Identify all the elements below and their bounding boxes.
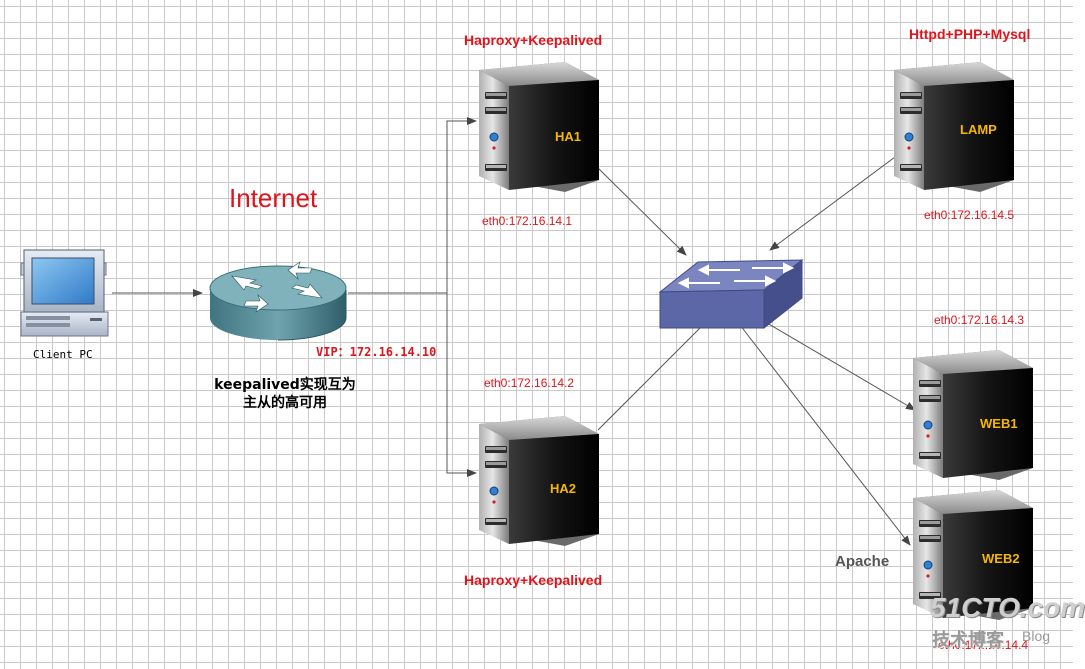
connector-lines <box>112 117 916 546</box>
apache-label: Apache <box>835 553 890 570</box>
link-bus-ha1 <box>446 117 477 293</box>
client-pc-label: Client PC <box>33 348 93 361</box>
switch-icon <box>658 258 804 330</box>
link-ha1-switch <box>597 167 687 256</box>
keepalived-note: keepalived实现互为 主从的高可用 <box>200 376 370 412</box>
ha1-name: HA1 <box>555 129 582 144</box>
keepalived-note-line1: keepalived实现互为 <box>214 377 356 393</box>
lamp-name: LAMP <box>960 122 997 137</box>
link-bus-ha2 <box>446 293 477 477</box>
watermark-brand: 51CTO.com <box>930 592 1085 623</box>
lamp-role-label: Httpd+PHP+Mysql <box>909 26 1031 42</box>
watermark-sub: 技术博客 <box>932 630 1004 651</box>
link-switch-web2 <box>739 324 911 546</box>
lamp-ip-label: eth0:172.16.14.5 <box>924 208 1015 222</box>
server-ha1-icon <box>478 61 600 192</box>
ha1-ip-label: eth0:172.16.14.1 <box>482 214 573 228</box>
server-web1-icon <box>912 349 1034 480</box>
vip-label: VIP：172.16.14.10 <box>316 345 437 359</box>
client-pc-icon <box>20 249 109 337</box>
web2-name: WEB2 <box>982 551 1020 566</box>
router-icon <box>209 261 347 341</box>
web1-name: WEB1 <box>980 416 1018 431</box>
ha1-role-label: Haproxy+Keepalived <box>464 32 603 48</box>
ha2-name: HA2 <box>550 481 577 496</box>
web1-ip-label: eth0:172.16.14.3 <box>934 313 1025 327</box>
ha2-role-label: Haproxy+Keepalived <box>464 572 603 588</box>
ha2-ip-label: eth0:172.16.14.2 <box>484 376 575 390</box>
server-ha2-icon <box>478 415 600 546</box>
internet-label: Internet <box>229 183 318 213</box>
keepalived-note-line2: 主从的高可用 <box>243 395 327 411</box>
web2-ip-label: eth0:172.16.14.4 <box>938 638 1029 652</box>
link-switch-web1 <box>761 319 916 411</box>
watermark-blog: Blog <box>1022 628 1051 644</box>
link-lamp-switch <box>769 156 896 251</box>
